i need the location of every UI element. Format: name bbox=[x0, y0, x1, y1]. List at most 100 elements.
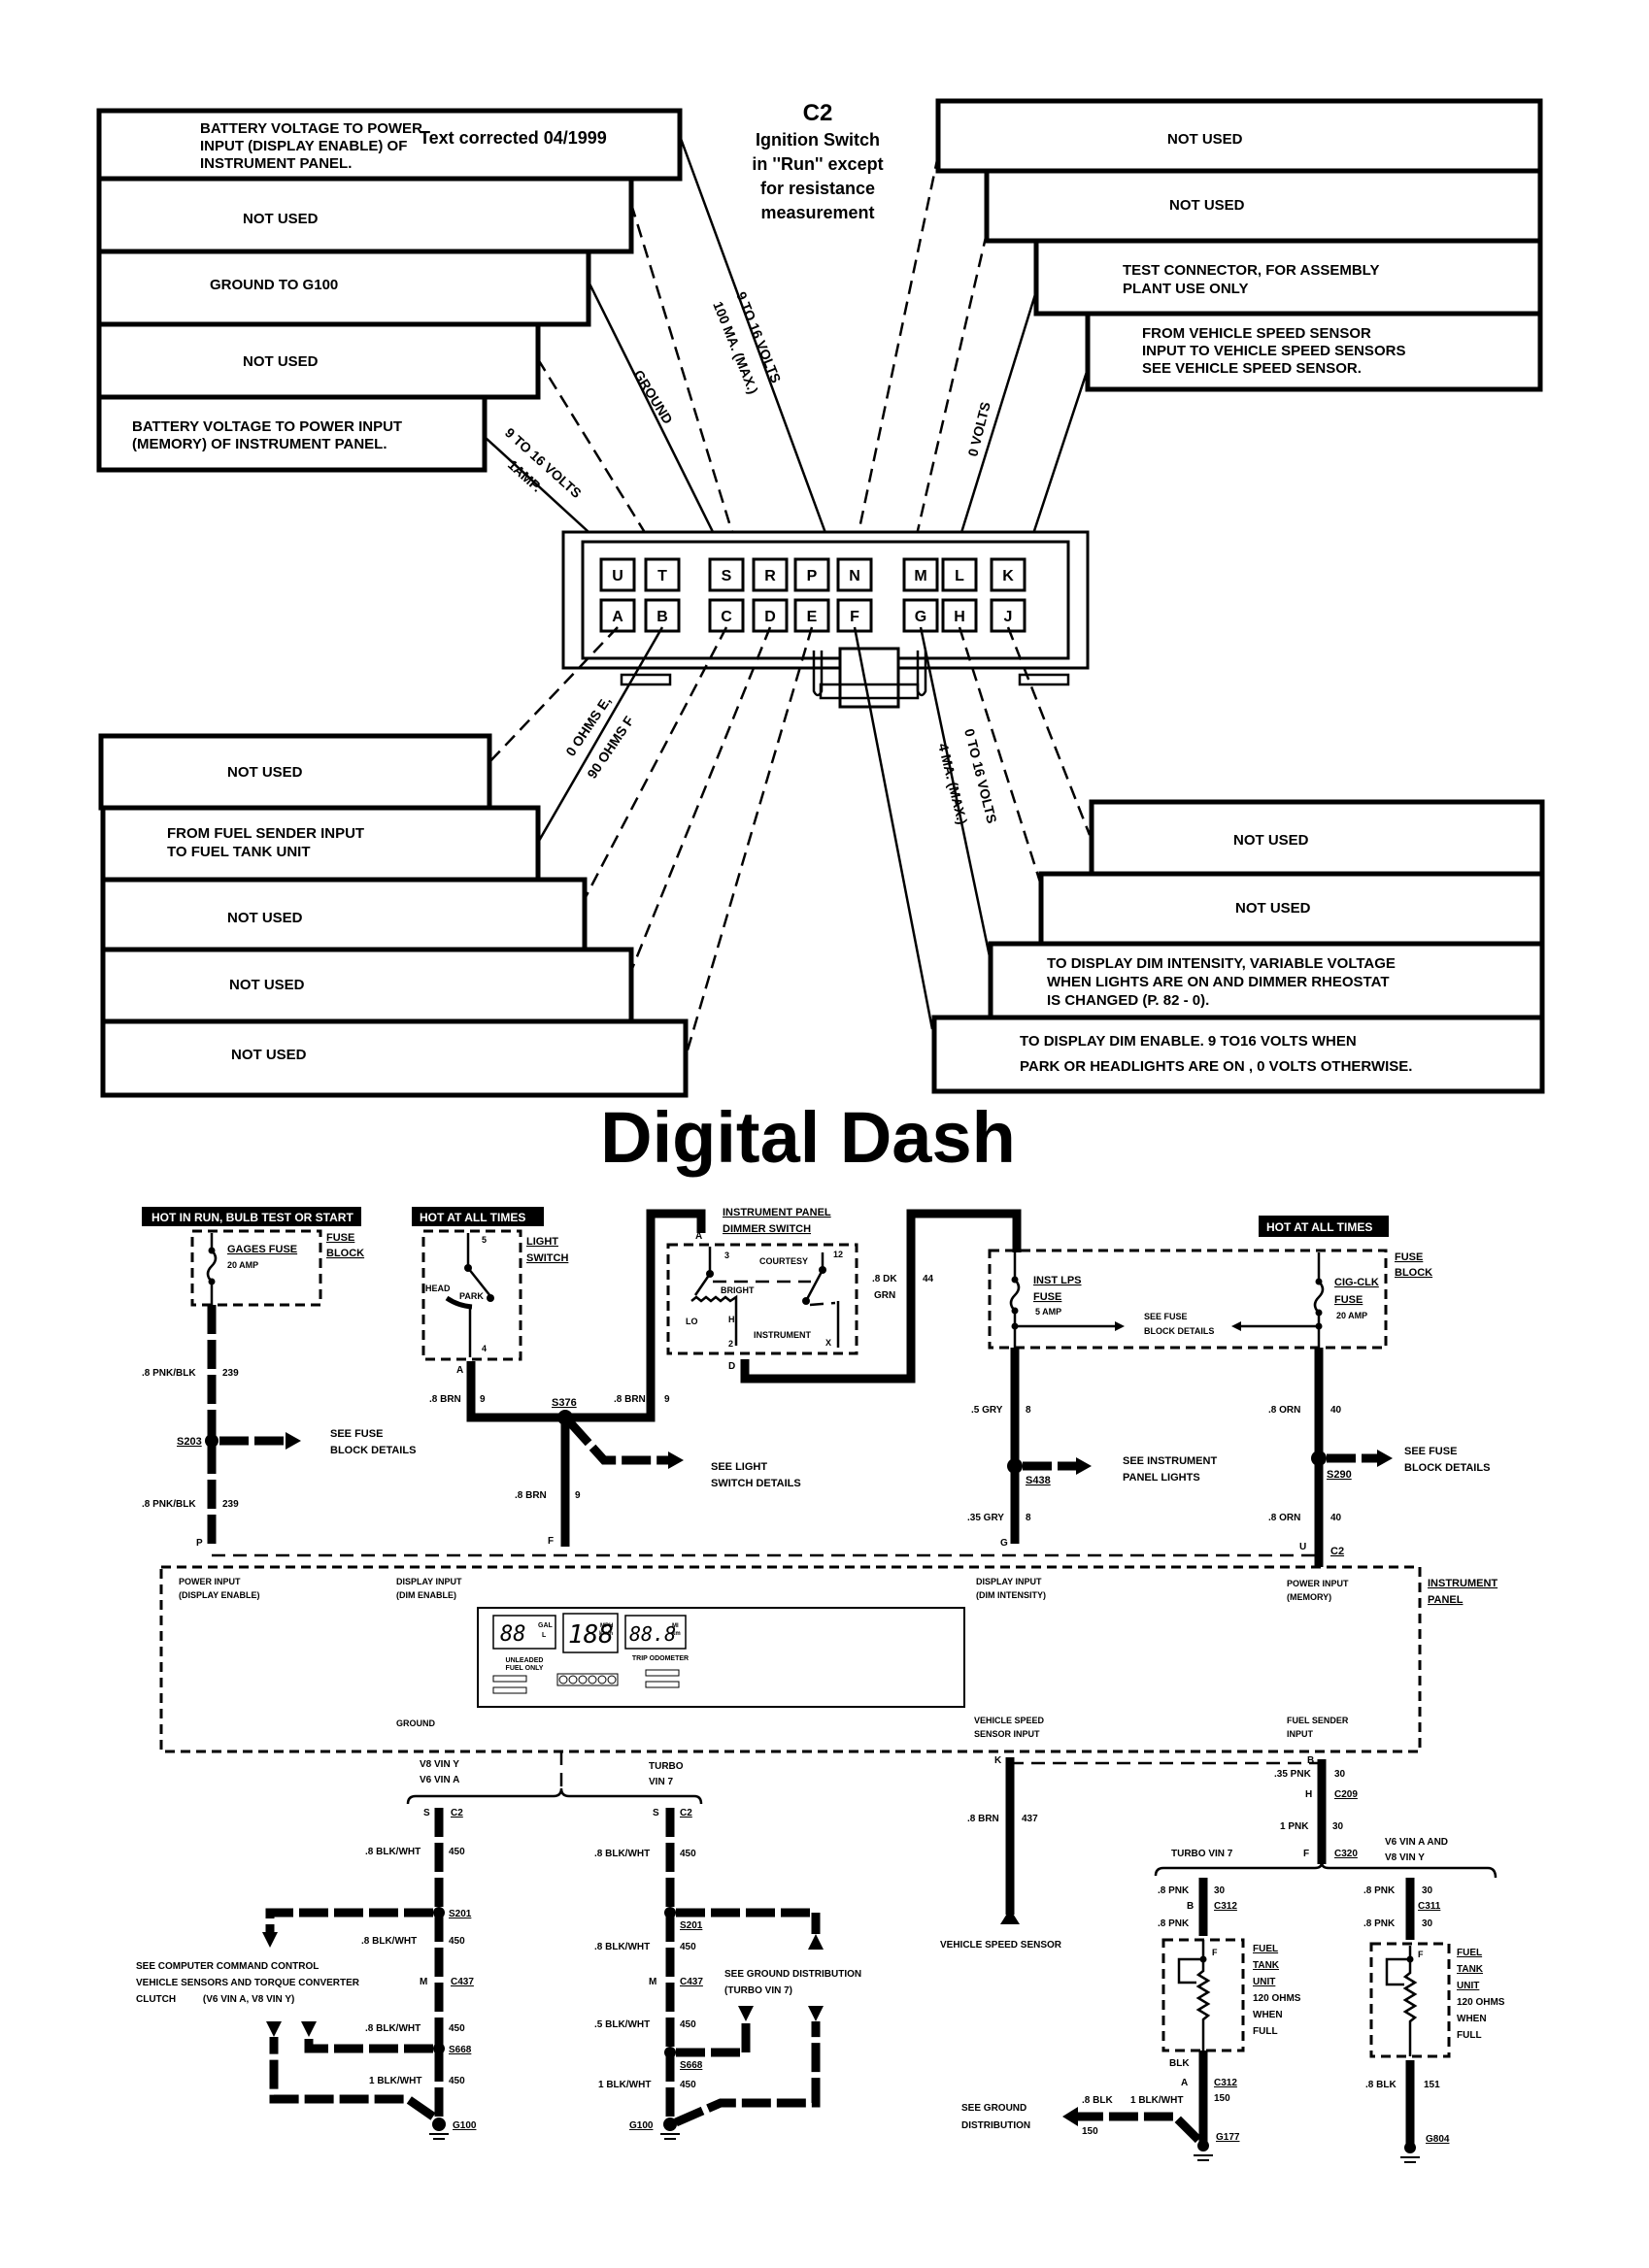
fv-151: 151 bbox=[1424, 2080, 1440, 2090]
ls-pin-4: 4 bbox=[482, 1344, 487, 1353]
ft-see-gd-b: DISTRIBUTION bbox=[961, 2120, 1030, 2131]
led-indicator bbox=[588, 1675, 597, 1684]
pin-g: G bbox=[1000, 1538, 1008, 1549]
ft-f: F bbox=[1212, 1948, 1218, 1957]
tr-1: NOT USED bbox=[1169, 197, 1245, 214]
box-vss bbox=[1085, 311, 1543, 392]
pin-p: P bbox=[196, 1538, 203, 1549]
fs-turbo: TURBO VIN 7 bbox=[1171, 1849, 1233, 1859]
wire-8-b: 8 bbox=[1026, 1513, 1031, 1523]
bl-3: NOT USED bbox=[229, 977, 305, 993]
connector-title: C2 Ignition Switch in ''Run'' except for… bbox=[752, 100, 883, 222]
top-pin-r bbox=[752, 557, 789, 592]
bottom-pin-c bbox=[708, 598, 745, 633]
cig-clk-b: FUSE bbox=[1334, 1294, 1363, 1306]
dim-instrument: INSTRUMENT bbox=[754, 1330, 811, 1340]
box-br-not-used-2 bbox=[1038, 871, 1545, 947]
bottom-pin-g bbox=[902, 598, 939, 633]
ft-g177: G177 bbox=[1216, 2132, 1240, 2143]
pin-f: F bbox=[548, 1536, 554, 1547]
ft-see-gd-a: SEE GROUND bbox=[961, 2103, 1026, 2114]
gl-m: M bbox=[420, 1977, 427, 1987]
see-ccc-c: CLUTCH (V6 VIN A, V8 VIN Y) bbox=[136, 1994, 294, 2005]
light-switch: 5 HEAD PARK 4 A LIGHT SWITCH bbox=[421, 1229, 568, 1376]
wire-pnkblk-2: .8 PNK/BLK bbox=[142, 1499, 196, 1510]
dim-lo: LO bbox=[686, 1317, 698, 1326]
bl-2: NOT USED bbox=[227, 910, 303, 926]
bottom-pin-a bbox=[599, 598, 636, 633]
lcd-trip: 88.8 bbox=[629, 1622, 676, 1646]
wire-9-3: 9 bbox=[575, 1490, 581, 1501]
fuse-block-label-2a: FUSE bbox=[1395, 1251, 1423, 1263]
wire-labels-bottom: 0 OHMS E, 90 OHMS F 0 TO 16 VOLTS 4 MA. … bbox=[562, 693, 1000, 826]
wire-239-1: 239 bbox=[222, 1368, 239, 1379]
tl-0-l1: INPUT (DISPLAY ENABLE) OF bbox=[200, 138, 407, 154]
fs-c209: C209 bbox=[1334, 1789, 1358, 1800]
pin-c2: C2 bbox=[1330, 1546, 1344, 1557]
br-1: NOT USED bbox=[1235, 900, 1311, 917]
gl-450-1: 450 bbox=[449, 1847, 465, 1857]
top-pin-n bbox=[836, 557, 873, 592]
lcd-fuel-unit-b: L bbox=[542, 1632, 547, 1639]
wire-gry5: .5 GRY bbox=[971, 1405, 1003, 1416]
box-br-not-used-1 bbox=[1089, 799, 1545, 877]
bottom-pin-d bbox=[752, 598, 789, 633]
dim-d: D bbox=[728, 1361, 735, 1372]
top-pin-label-k: K bbox=[1002, 568, 1014, 584]
box-tr-not-used-2 bbox=[984, 168, 1543, 244]
box-not-used-1 bbox=[96, 176, 634, 254]
ft-tank-2: UNIT bbox=[1253, 1977, 1275, 1987]
bottom-pin-label-f: F bbox=[850, 609, 859, 625]
fs-30-1: 30 bbox=[1334, 1769, 1346, 1780]
box-dim-enable bbox=[931, 1015, 1545, 1094]
wire-brn-437: .8 BRN bbox=[967, 1814, 999, 1824]
bl-0: NOT USED bbox=[227, 764, 303, 781]
dimmer-label-b: DIMMER SWITCH bbox=[723, 1223, 811, 1235]
led-indicator bbox=[578, 1675, 588, 1684]
fs-f: F bbox=[1303, 1849, 1309, 1859]
tr-3-l0: FROM VEHICLE SPEED SENSOR bbox=[1142, 325, 1371, 342]
splice-s290 bbox=[1311, 1451, 1327, 1466]
ft-blk: BLK bbox=[1169, 2058, 1190, 2069]
ground-leg-v8v6: S C2 .8 BLK/WHT 450 S201 .8 BLK/WHT 450 … bbox=[136, 1808, 477, 2140]
gt-c437: C437 bbox=[680, 1977, 703, 1987]
inst-lps-a: INST LPS bbox=[1033, 1275, 1082, 1286]
top-pin-u bbox=[599, 557, 636, 592]
see-fuse-1a: SEE FUSE bbox=[330, 1428, 383, 1440]
fv-tank-1: TANK bbox=[1457, 1964, 1484, 1975]
fuel-in-a: FUEL SENDER bbox=[1287, 1716, 1349, 1725]
ft-blkwht: 1 BLK/WHT bbox=[1130, 2095, 1183, 2106]
fv-tank-4: WHEN bbox=[1457, 2014, 1487, 2024]
ls-conn-a: A bbox=[456, 1365, 463, 1376]
di-di-a: DISPLAY INPUT bbox=[976, 1577, 1042, 1586]
br-2-l1: WHEN LIGHTS ARE ON AND DIMMER RHEOSTAT bbox=[1047, 974, 1390, 990]
led-indicator bbox=[568, 1675, 578, 1684]
bottom-left-boxes: NOT USED FROM FUEL SENDER INPUT TO FUEL … bbox=[98, 733, 689, 1098]
note-l0: Ignition Switch bbox=[756, 130, 880, 150]
wire-gry35: .35 GRY bbox=[967, 1513, 1004, 1523]
led-indicator bbox=[558, 1675, 568, 1684]
top-pin-k bbox=[990, 557, 1026, 592]
fv-g804: G804 bbox=[1426, 2134, 1450, 2145]
tl-0-l2: INSTRUMENT PANEL. bbox=[200, 155, 352, 172]
wire-dkgrn-a: .8 DK bbox=[872, 1274, 897, 1284]
ft-tank-3: 120 OHMS bbox=[1253, 1993, 1301, 2004]
panel-label-a: INSTRUMENT bbox=[1428, 1578, 1498, 1589]
lcd-trip-unit-a: MI bbox=[672, 1623, 679, 1629]
tr-0: NOT USED bbox=[1167, 131, 1243, 148]
see-ipl-b: PANEL LIGHTS bbox=[1123, 1472, 1200, 1484]
lcd-speed: 188 bbox=[568, 1620, 614, 1650]
top-left-boxes: BATTERY VOLTAGE TO POWER INPUT (DISPLAY … bbox=[96, 108, 683, 473]
fs-b: B bbox=[1307, 1755, 1314, 1766]
led-frame bbox=[556, 1673, 619, 1686]
gt-450-2: 450 bbox=[680, 1942, 696, 1952]
v8v6-a: V8 VIN Y bbox=[420, 1759, 459, 1770]
fv-pnk-1: .8 PNK bbox=[1363, 1885, 1396, 1896]
tl-2: GROUND TO G100 bbox=[210, 277, 338, 293]
ls-park: PARK bbox=[459, 1291, 484, 1301]
light-switch-label-a: LIGHT bbox=[526, 1236, 558, 1248]
wire-44 bbox=[740, 1209, 1022, 1384]
gt-450-4: 450 bbox=[680, 2080, 696, 2090]
top-pin-label-s: S bbox=[722, 568, 732, 584]
